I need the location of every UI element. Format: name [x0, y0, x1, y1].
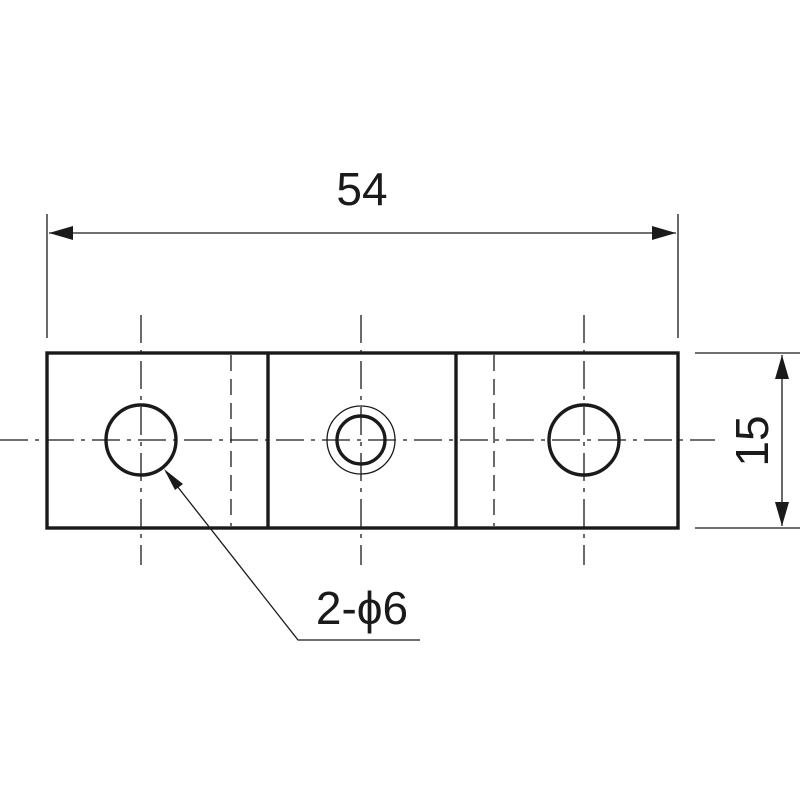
leader-line [165, 471, 420, 641]
center-lines [0, 315, 715, 565]
length-arrow-right [652, 226, 676, 240]
hole-callout-text: 2-ϕ6 [316, 582, 408, 634]
length-dimension-value: 54 [336, 163, 387, 215]
height-dimension: 15 [695, 352, 800, 529]
length-arrow-left [49, 226, 73, 240]
height-arrow-bottom [775, 502, 789, 526]
length-dimension: 54 [46, 163, 679, 338]
height-arrow-top [775, 355, 789, 379]
hole-callout: 2-ϕ6 [164, 469, 420, 641]
height-dimension-value: 15 [726, 415, 778, 466]
leader-arrow [164, 469, 183, 490]
